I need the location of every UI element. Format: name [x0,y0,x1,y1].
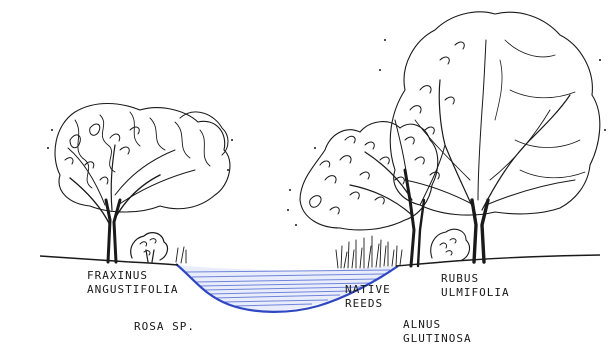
label-rubus-ulmifolia: RUBUS ULMIFOLIA [441,272,510,300]
label-rubus-line2: ULMIFOLIA [441,286,510,300]
label-reeds-line2: REEDS [345,297,391,311]
native-reeds [336,236,402,268]
label-fraxinus-line1: FRAXINUS [87,269,178,283]
label-rubus-line1: RUBUS [441,272,510,286]
fraxinus-tree [55,104,230,263]
rubus-shrub [431,229,470,260]
alnus-tree [300,120,445,266]
label-alnus-line1: ALNUS [403,318,472,332]
stipple-dots [47,39,606,226]
label-native-reeds: NATIVE REEDS [345,283,391,311]
label-rosa-sp: ROSA SP. [134,320,195,334]
label-alnus-glutinosa: ALNUS GLUTINOSA [403,318,472,346]
rosa-shrub [131,233,186,263]
label-fraxinus-angustifolia: FRAXINUS ANGUSTIFOLIA [87,269,178,297]
label-reeds-line1: NATIVE [345,283,391,297]
label-fraxinus-line2: ANGUSTIFOLIA [87,283,178,297]
label-rosa-line1: ROSA SP. [134,320,195,334]
ground-line [40,255,600,266]
